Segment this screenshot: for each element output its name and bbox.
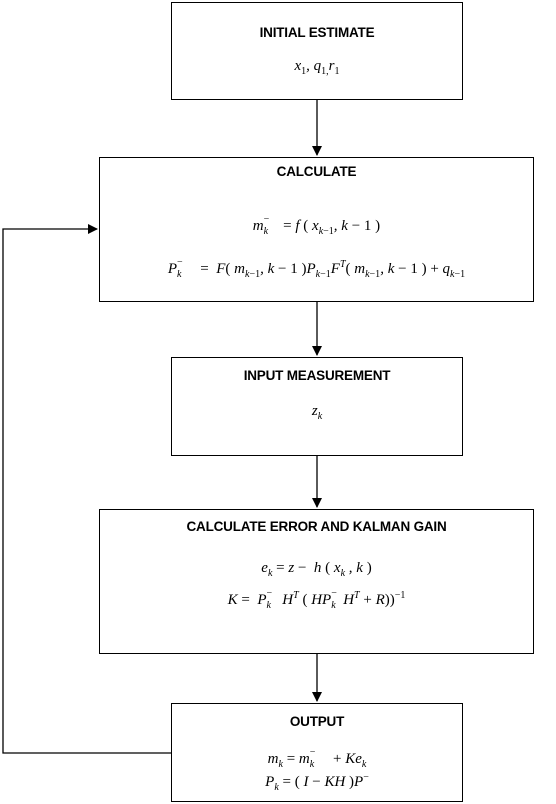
input-measurement-box: INPUT MEASUREMENT zk (171, 357, 463, 456)
state-prediction-equation: m−k = f ( xk−1, k − 1 ) (252, 214, 381, 237)
initial-estimate-box: INITIAL ESTIMATE x1, q1,r1 (171, 2, 463, 100)
error-gain-box: CALCULATE ERROR AND KALMAN GAIN ek = z −… (99, 509, 534, 654)
measurement-variable: zk (311, 403, 323, 422)
initial-estimate-title: INITIAL ESTIMATE (259, 25, 375, 40)
output-box: OUTPUT mk = m−k + Kek Pk = ( I − KH )P− (171, 703, 463, 802)
feedback-arrow-output-to-calculate (2, 224, 171, 754)
initial-estimate-equation: x1, q1,r1 (294, 58, 340, 77)
state-update-equation: mk = m−k + Kek (267, 747, 367, 770)
input-measurement-title: INPUT MEASUREMENT (243, 368, 391, 383)
covariance-prediction-equation: P−k = F( mk−1, k − 1 )Pk−1FT( mk−1, k − … (167, 257, 466, 280)
covariance-update-equation: Pk = ( I − KH )P− (265, 772, 369, 793)
error-equation: ek = z − h ( xk , k ) (261, 560, 372, 579)
error-gain-title: CALCULATE ERROR AND KALMAN GAIN (186, 519, 447, 534)
calculate-title: CALCULATE (276, 164, 357, 179)
output-title: OUTPUT (289, 714, 345, 729)
calculate-box: CALCULATE m−k = f ( xk−1, k − 1 ) P−k = … (99, 157, 534, 302)
